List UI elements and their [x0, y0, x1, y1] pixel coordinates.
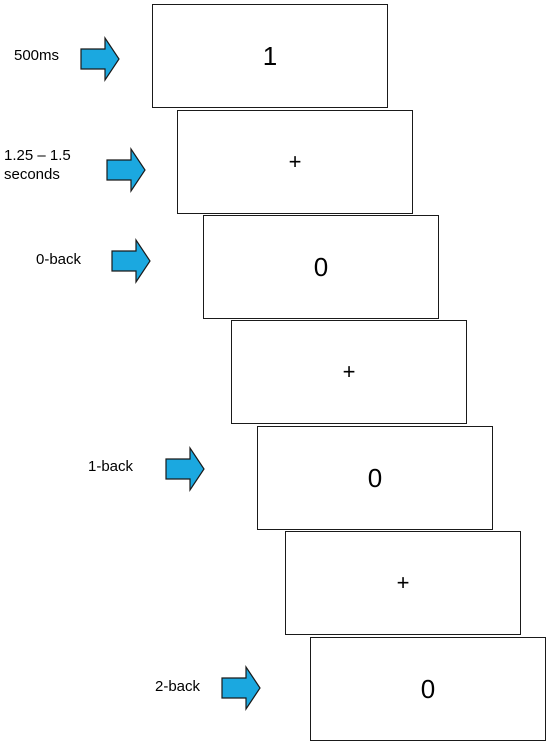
- label-interval-line2: seconds: [4, 166, 60, 183]
- frame-symbol: 0: [420, 674, 436, 704]
- right-arrow-icon: [221, 665, 261, 711]
- label-0-back: 0-back: [36, 251, 82, 268]
- right-arrow-icon: [111, 238, 151, 284]
- stimulus-frame-4: 0: [310, 637, 546, 741]
- fixation-frame-2: +: [231, 320, 467, 424]
- frame-symbol: +: [288, 149, 302, 174]
- stimulus-frame-3: 0: [257, 426, 493, 530]
- right-arrow-icon: [165, 446, 205, 492]
- label-interval: 1.25 – 1.5 seconds: [4, 146, 71, 184]
- frame-symbol: 0: [367, 463, 383, 493]
- right-arrow-icon: [106, 147, 146, 193]
- right-arrow-icon: [80, 36, 120, 82]
- fixation-frame-1: +: [177, 110, 413, 214]
- frame-symbol: 0: [313, 252, 329, 282]
- label-500ms: 500ms: [14, 47, 60, 64]
- frame-symbol: 1: [262, 41, 278, 71]
- frame-symbol: +: [342, 359, 356, 384]
- label-1-back: 1-back: [88, 458, 134, 475]
- fixation-frame-3: +: [285, 531, 521, 635]
- frame-symbol: +: [396, 570, 410, 595]
- stimulus-frame-1: 1: [152, 4, 388, 108]
- label-2-back: 2-back: [155, 678, 201, 695]
- stimulus-frame-2: 0: [203, 215, 439, 319]
- label-interval-line1: 1.25 – 1.5: [4, 147, 71, 164]
